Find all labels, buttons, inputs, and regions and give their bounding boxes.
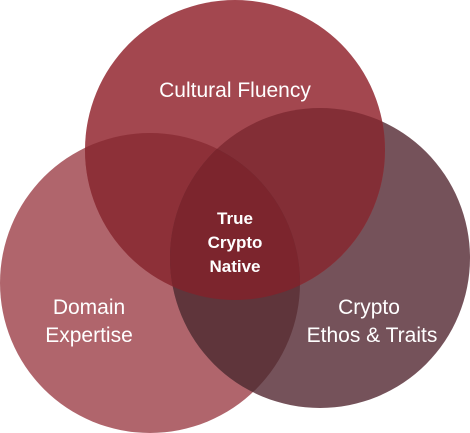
overlap-all bbox=[170, 133, 300, 300]
label-domain-expertise-line1: Domain bbox=[53, 296, 125, 319]
label-crypto-ethos-line2: Ethos & Traits bbox=[307, 324, 438, 347]
label-domain-expertise-line2: Expertise bbox=[45, 324, 133, 347]
label-center-line3: Native bbox=[209, 257, 260, 276]
label-cultural-fluency: Cultural Fluency bbox=[159, 79, 311, 102]
label-center-line2: Crypto bbox=[208, 233, 263, 252]
label-center-line1: True bbox=[217, 209, 253, 228]
label-crypto-ethos-line1: Crypto bbox=[338, 296, 400, 319]
